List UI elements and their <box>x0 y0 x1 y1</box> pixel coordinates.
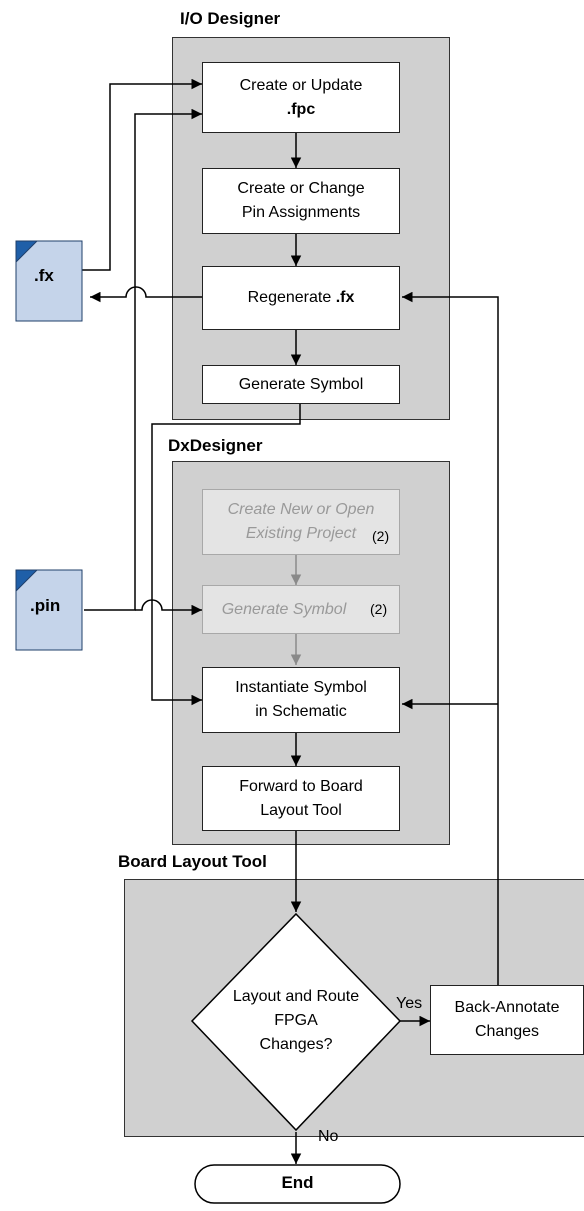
create-project-box: Create New or Open Existing Project <box>202 489 400 555</box>
create-project-line2: Existing Project <box>245 525 357 542</box>
create-project-note: (2) <box>372 528 390 544</box>
generate-symbol-dx-note: (2) <box>370 601 388 617</box>
arrow-fx-to-fpc <box>82 78 202 271</box>
create-project-line1: Create New or Open <box>227 501 375 518</box>
pin-assign-line1: Create or Change <box>237 180 365 197</box>
forward-board-box: Forward to Board Layout Tool <box>202 766 400 831</box>
board-layout-title: Board Layout Tool <box>118 852 267 871</box>
fx-file-icon <box>15 240 83 322</box>
create-update-line1: Create or Update <box>239 76 363 94</box>
end-terminator <box>194 1164 401 1204</box>
io-designer-title: I/O Designer <box>180 9 281 28</box>
back-annotate-box: Back-Annotate Changes <box>430 985 584 1055</box>
pin-file-label: .pin <box>30 596 61 615</box>
no-label: No <box>318 1128 339 1145</box>
back-annotate-line1: Back-Annotate <box>454 999 560 1016</box>
decision-line2: FPGA <box>274 1012 318 1029</box>
forward-line1: Forward to Board <box>239 777 363 795</box>
yes-label: Yes <box>396 995 423 1012</box>
instantiate-line1: Instantiate Symbol <box>235 679 367 696</box>
dxdesigner-title: DxDesigner <box>168 436 263 455</box>
arrow-regen-to-fx <box>90 286 202 303</box>
regenerate-fx-box: Regenerate .fx <box>202 266 400 330</box>
pin-assign-line2: Pin Assignments <box>241 204 361 221</box>
regenerate-fx-label: .fx <box>335 289 355 306</box>
decision-line3: Changes? <box>259 1036 333 1053</box>
pin-file-icon <box>15 569 83 651</box>
regenerate-label: Regenerate <box>247 289 336 306</box>
create-update-fpc-box: Create or Update .fpc <box>202 62 400 133</box>
generate-symbol-dx-box: Generate Symbol <box>202 585 400 634</box>
back-annotate-line2: Changes <box>474 1023 540 1040</box>
decision-text: Layout and Route FPGA Changes? <box>206 985 386 1057</box>
arrow-gensym-to-instantiate <box>151 404 301 706</box>
arrow-pin-to-fpc <box>84 108 202 611</box>
fx-file-label: .fx <box>34 266 54 285</box>
forward-line2: Layout Tool <box>260 801 342 819</box>
generate-symbol-io-box: Generate Symbol <box>202 365 400 404</box>
arrow-pin-to-gensym-dx <box>135 599 202 616</box>
instantiate-symbol-box: Instantiate Symbol in Schematic <box>202 667 400 733</box>
instantiate-line2: in Schematic <box>255 703 347 720</box>
decision-diamond <box>190 912 402 1132</box>
arrow-backannotate-to-regen <box>402 291 499 985</box>
generate-symbol-io-label: Generate Symbol <box>238 375 364 393</box>
generate-symbol-dx-label: Generate Symbol <box>221 600 347 618</box>
decision-line1: Layout and Route <box>232 988 360 1005</box>
end-label: End <box>281 1173 314 1192</box>
create-update-line2: .fpc <box>286 100 316 118</box>
pin-assignments-box: Create or Change Pin Assignments <box>202 168 400 234</box>
